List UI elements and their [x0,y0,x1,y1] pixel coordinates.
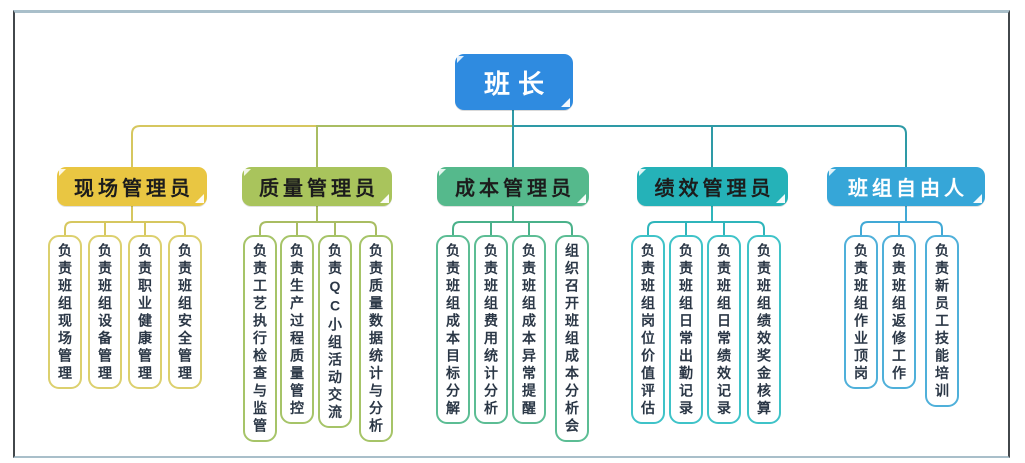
leaf-label: 负责班组费用统计分析 [483,243,499,418]
leaf-node-performance-1: 负责班组岗位价值评估 [631,235,665,424]
leaf-node-site-4: 负责班组安全管理 [168,235,202,389]
leaf-node-cost-4: 组织召开班组成本分析会 [555,235,589,442]
leaf-node-site-1: 负责班组现场管理 [48,235,82,389]
leaf-label: 负责班组日常出勤记录 [678,243,694,418]
branch-label: 绩效管理员 [654,178,775,200]
leaf-label: 负责班组作业顶岗 [853,243,869,383]
leaf-label: 负责班组成本异常提醒 [521,243,537,418]
branch-label: 现场管理员 [74,178,194,200]
leaf-label: 组织召开班组成本分析会 [564,243,580,436]
leaf-node-performance-2: 负责班组日常出勤记录 [669,235,703,424]
leaf-node-performance-4: 负责班组绩效奖金核算 [747,235,781,424]
leaf-node-quality-4: 负责质量数据统计与分析 [359,235,393,442]
branch-label: 班组自由人 [848,178,968,200]
leaf-node-quality-2: 负责生产过程质量管控 [280,235,314,424]
leaf-node-floater-3: 负责新员工技能培训 [925,235,959,407]
branch-node-quality-manager: 质量管理员 [242,167,392,206]
root-node-label: 班长 [483,68,552,99]
leaf-node-quality-3: 负责QC小组活动交流 [318,235,352,428]
leaf-label: 负责班组岗位价值评估 [640,243,656,418]
branch-label: 质量管理员 [259,178,379,200]
leaf-label: 负责班组现场管理 [57,243,73,383]
leaf-label: 负责职业健康管理 [137,243,153,383]
leaf-node-floater-2: 负责班组返修工作 [882,235,916,389]
leaf-node-cost-3: 负责班组成本异常提醒 [512,235,546,424]
leaf-node-site-3: 负责职业健康管理 [128,235,162,389]
leaf-node-performance-3: 负责班组日常绩效记录 [707,235,741,424]
leaf-label: 负责QC小组活动交流 [327,243,343,422]
leaf-label: 负责班组返修工作 [891,243,907,383]
leaf-label: 负责工艺执行检查与监管 [252,243,268,436]
leaf-node-site-2: 负责班组设备管理 [88,235,122,389]
leaf-node-floater-1: 负责班组作业顶岗 [844,235,878,389]
leaf-label: 负责质量数据统计与分析 [368,243,384,436]
leaf-label: 负责班组日常绩效记录 [716,243,732,418]
image-frame-border [13,10,1010,458]
leaf-label: 负责生产过程质量管控 [289,243,305,418]
leaf-node-cost-1: 负责班组成本目标分解 [436,235,470,424]
branch-node-site-manager: 现场管理员 [57,167,207,206]
branch-node-performance-manager: 绩效管理员 [637,167,788,206]
leaf-label: 负责班组安全管理 [177,243,193,383]
branch-node-cost-manager: 成本管理员 [437,167,589,206]
leaf-label: 负责班组成本目标分解 [445,243,461,418]
root-node-team-leader: 班长 [455,54,573,110]
leaf-node-cost-2: 负责班组费用统计分析 [474,235,508,424]
branch-label: 成本管理员 [455,178,575,200]
branch-node-team-floater: 班组自由人 [827,167,985,206]
leaf-label: 负责班组设备管理 [97,243,113,383]
leaf-node-quality-1: 负责工艺执行检查与监管 [243,235,277,442]
leaf-label: 负责新员工技能培训 [934,243,950,401]
leaf-label: 负责班组绩效奖金核算 [756,243,772,418]
